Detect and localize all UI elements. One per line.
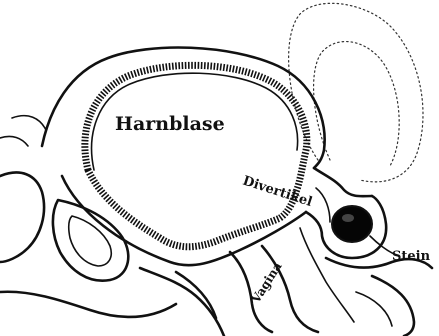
pubic-bone-inner xyxy=(69,216,112,266)
label-stein: Stein xyxy=(392,249,431,264)
rectum-inner xyxy=(356,292,392,326)
diverticulum-filled-inner-outline xyxy=(314,42,400,166)
stone-highlight xyxy=(342,214,354,222)
left-wall-lower xyxy=(0,136,28,146)
abdominal-wall-outer xyxy=(0,173,44,262)
diverticulum-wall xyxy=(316,188,330,222)
rectum-outline xyxy=(372,276,414,336)
label-harnblase: Harnblase xyxy=(115,113,225,135)
symphysis-curve xyxy=(140,268,224,336)
label-vagina: Vagina xyxy=(248,259,285,306)
left-wall-curve xyxy=(12,116,46,130)
abdominal-wall-lower xyxy=(0,292,176,317)
diverticulum-neck xyxy=(314,168,372,196)
pubic-bone-outer xyxy=(53,200,128,281)
stone-shape xyxy=(332,206,372,242)
